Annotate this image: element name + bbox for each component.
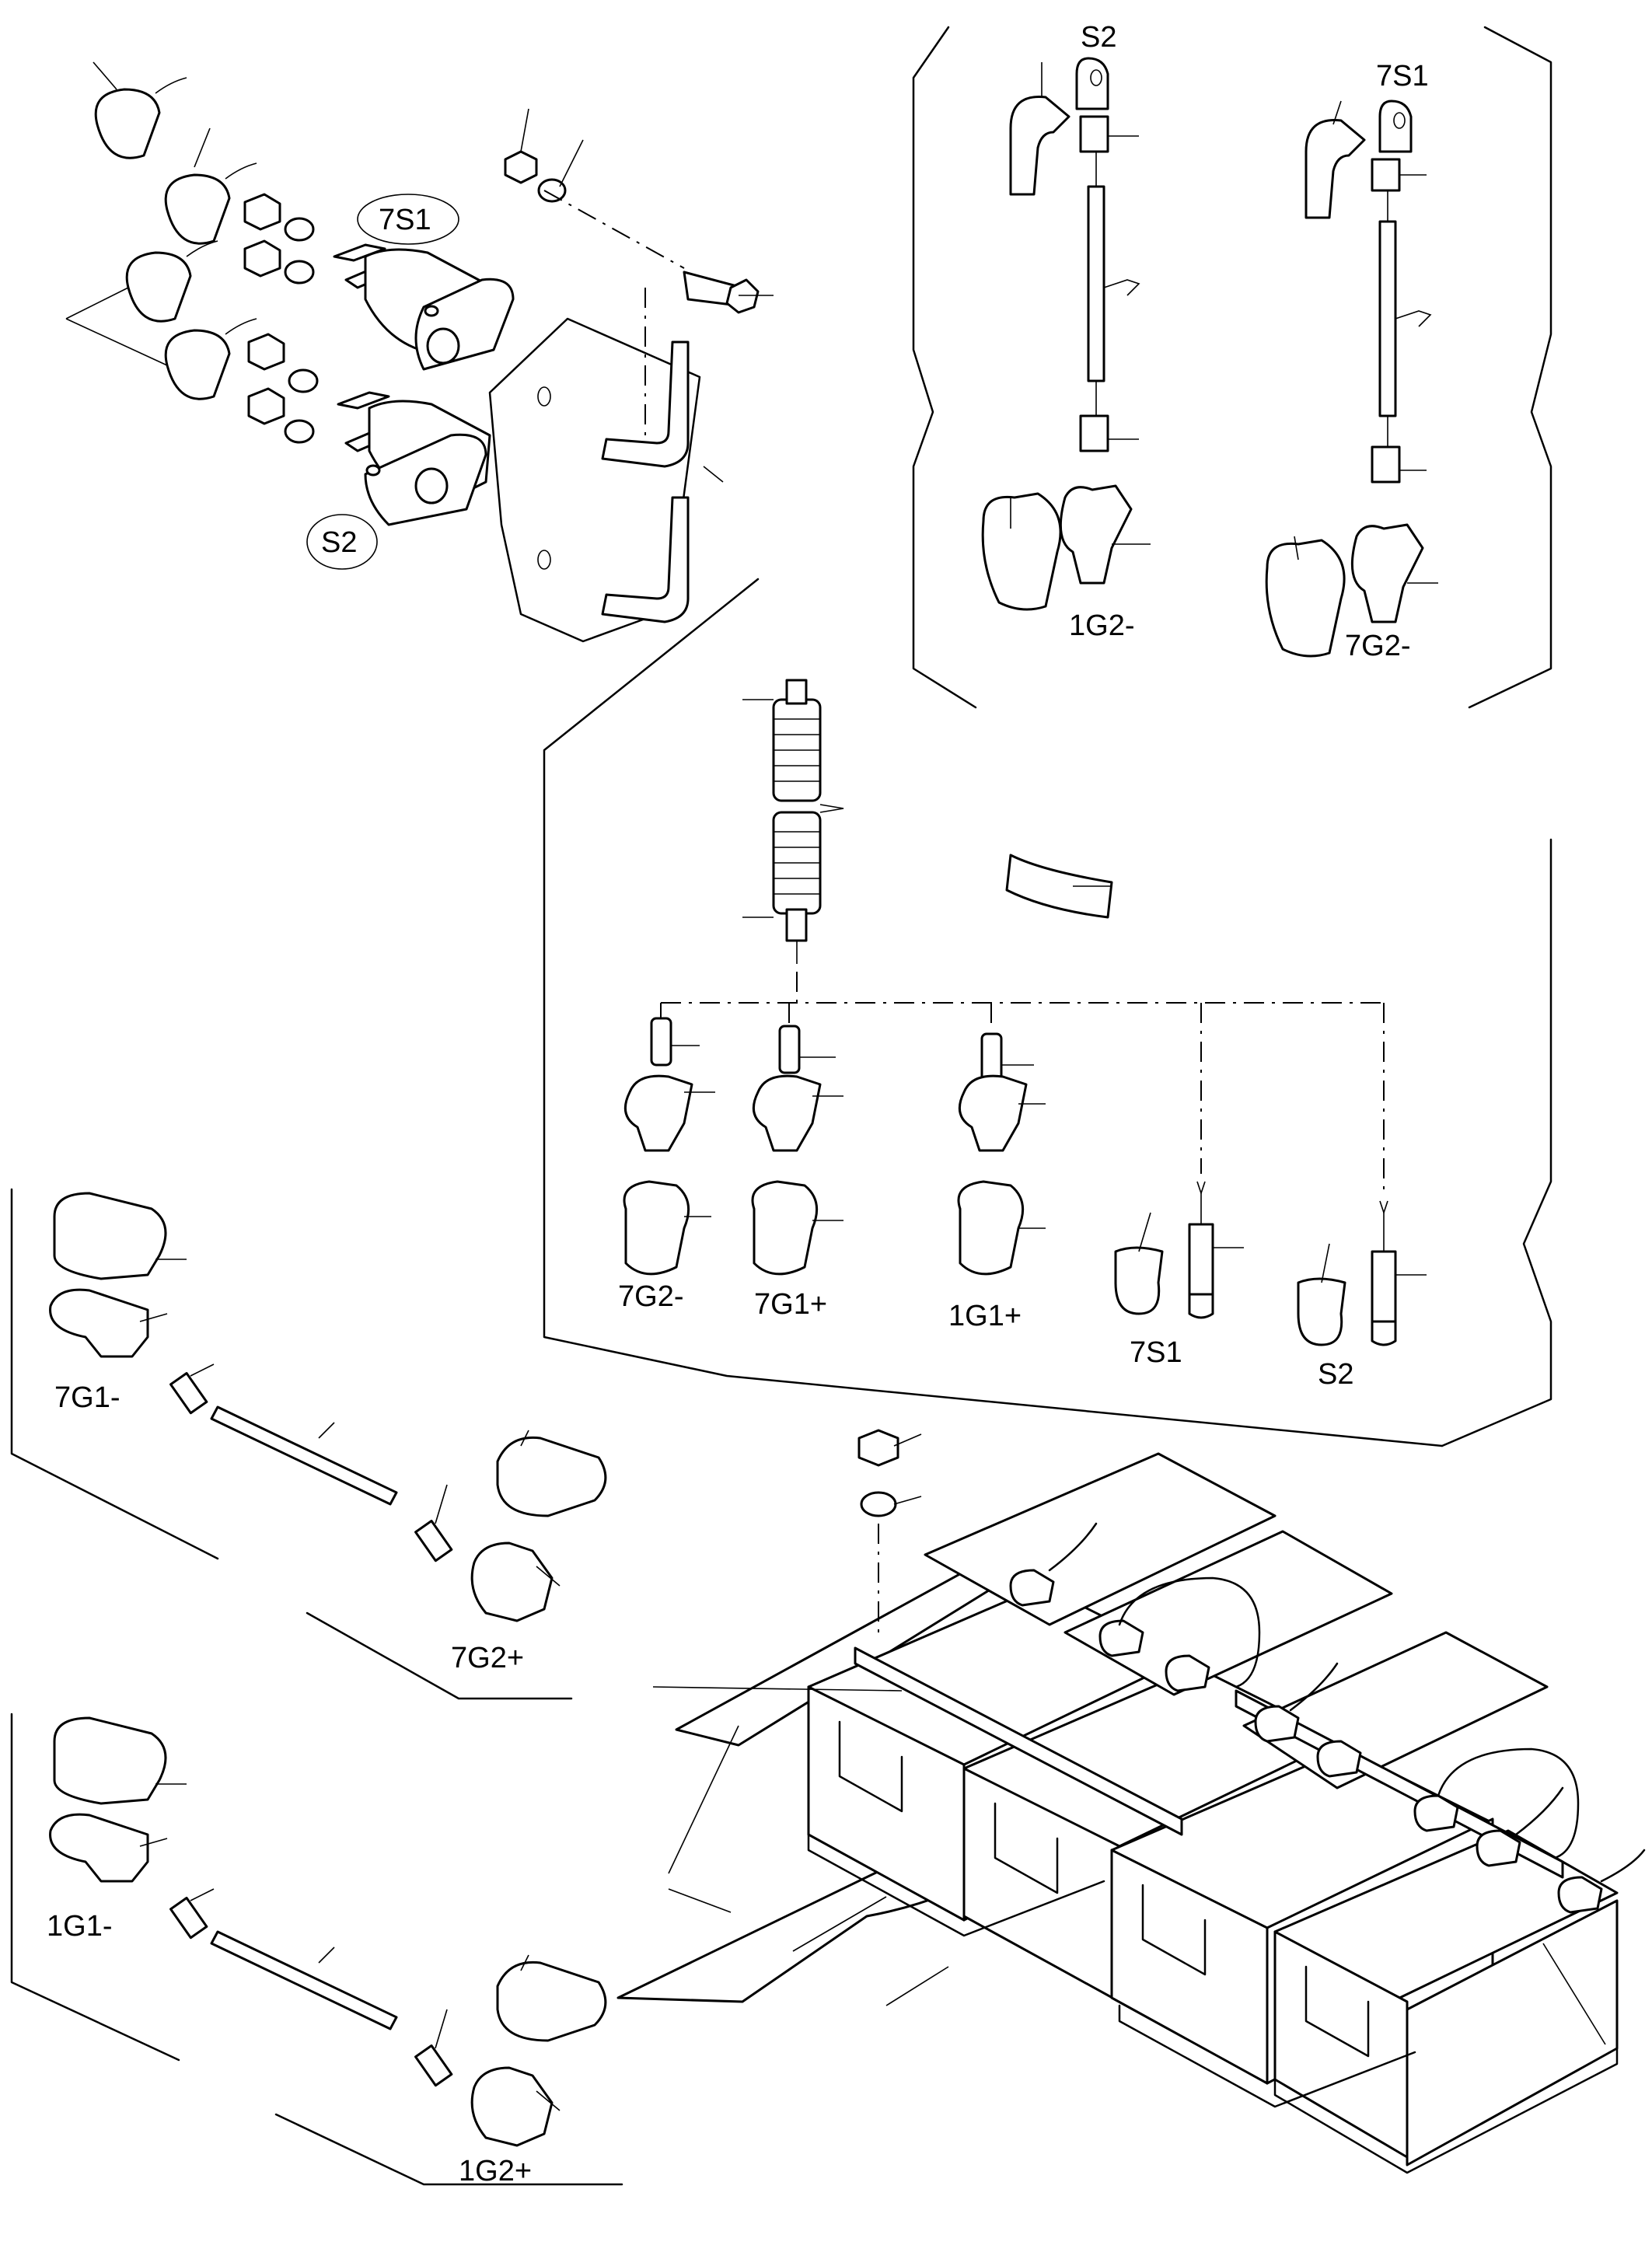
cover-7g2-minus-label: 7G2- bbox=[618, 1280, 683, 1313]
cover-1g1-plus-label: 1G1+ bbox=[948, 1300, 1022, 1332]
cable-s2-label: S2 bbox=[1081, 21, 1116, 54]
terminal-7s1-label: 7S1 bbox=[1130, 1336, 1182, 1369]
clamp-1g1-minus-label: 1G1- bbox=[47, 1910, 112, 1943]
cable-7s1-label: 7S1 bbox=[1376, 60, 1429, 93]
clamp-1g2-minus-label: 1G2- bbox=[1069, 609, 1134, 642]
clamp-1g2-plus-label: 1G2+ bbox=[459, 2155, 532, 2187]
cover-7g1-plus-label: 7G1+ bbox=[754, 1288, 827, 1321]
positive-cable-assembly: 7G2- 7G1+ 1G1+ 7S1 S2 bbox=[618, 679, 1427, 1391]
terminal-s2-label: S2 bbox=[1318, 1358, 1353, 1391]
section-frame-lines bbox=[10, 26, 1552, 2186]
negative-cable-assemblies: S2 7S1 bbox=[981, 21, 1438, 662]
switch-7s1-label: 7S1 bbox=[379, 204, 431, 236]
clamp-7g2-minus-label: 7G2- bbox=[1345, 630, 1410, 662]
clamp-7g1-minus-label: 7G1- bbox=[54, 1381, 120, 1414]
clamp-7g2-plus-label: 7G2+ bbox=[451, 1642, 524, 1674]
jumper-cable-assemblies: 7G1- 7G2+ 1G1- 1G2+ bbox=[47, 1192, 607, 2187]
switch-s2-label: S2 bbox=[321, 526, 357, 559]
battery-switch-assembly: 7S1 S2 bbox=[65, 61, 774, 643]
battery-pack bbox=[616, 1429, 1646, 2174]
